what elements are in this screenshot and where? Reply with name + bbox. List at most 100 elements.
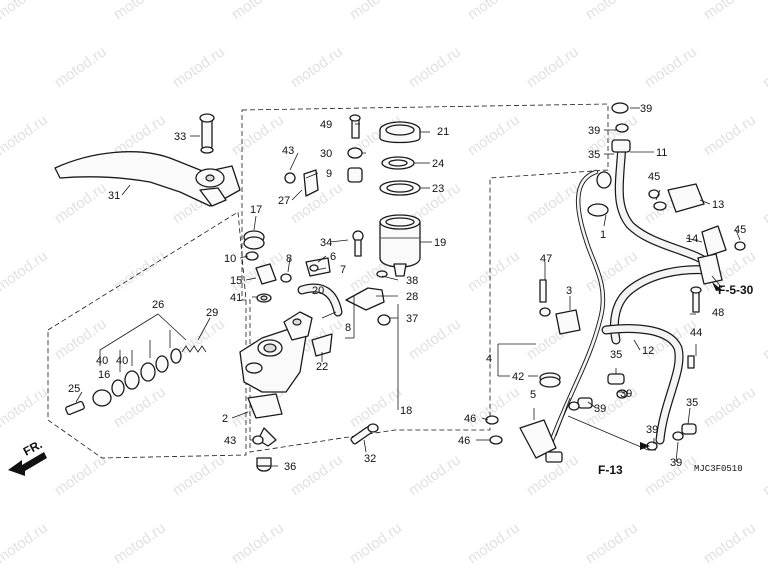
watermark-text: motod.ru (170, 43, 228, 91)
callout-35-b: 35 (610, 349, 622, 361)
callout-39-c: 39 (620, 388, 632, 400)
callout-30: 30 (320, 148, 332, 160)
callout-38: 38 (406, 275, 418, 287)
small-parts-left (243, 230, 292, 303)
watermark-text: motod.ru (406, 451, 464, 499)
clamp-13 (653, 183, 705, 213)
master-cylinder-assembly-box (47, 211, 247, 459)
right-bolts (539, 171, 660, 303)
watermark-text: motod.ru (465, 519, 523, 567)
callout-1: 1 (600, 229, 606, 241)
callout-5: 5 (530, 389, 536, 401)
watermark-text: motod.ru (642, 43, 700, 91)
watermark-text: motod.ru (0, 383, 51, 431)
callout-9: 9 (326, 168, 332, 180)
hose-lower (601, 324, 684, 445)
watermark-text: motod.ru (111, 247, 169, 295)
abs-sensor (485, 415, 563, 463)
callout-13: 13 (712, 199, 724, 211)
watermark-text: motod.ru (0, 519, 51, 567)
callout-labels: 33 31 49 30 9 43 27 21 24 23 19 17 10 15… (68, 103, 746, 473)
watermark-text: motod.ru (465, 111, 523, 159)
callout-45-a: 45 (648, 171, 660, 183)
reservoir-bolt-49 (347, 114, 363, 183)
master-cylinder-body (239, 311, 313, 447)
callout-20: 20 (312, 285, 324, 297)
callout-7: 7 (340, 264, 346, 276)
watermark-text: motod.ru (288, 451, 346, 499)
callout-29: 29 (206, 307, 218, 319)
callout-43-lower: 43 (224, 435, 236, 447)
watermark-text: motod.ru (229, 0, 287, 23)
callout-33: 33 (174, 131, 186, 143)
callout-21: 21 (437, 126, 449, 138)
watermark-text: motod.ru (111, 0, 169, 23)
callout-41: 41 (230, 292, 242, 304)
callout-14: 14 (686, 233, 698, 245)
watermark-text: motod.ru (465, 0, 523, 23)
callout-45-b: 45 (734, 224, 746, 236)
callout-40-b: 40 (116, 355, 128, 367)
reservoir-assembly-box (241, 103, 609, 453)
callout-8-upper: 8 (286, 253, 292, 265)
callout-18: 18 (400, 405, 412, 417)
watermark-text: motod.ru (760, 43, 768, 91)
callout-37: 37 (406, 313, 418, 325)
watermark-text: motod.ru (347, 519, 405, 567)
watermark-text: motod.ru (701, 383, 759, 431)
lower-joints (568, 355, 697, 451)
hose-12 (609, 265, 713, 345)
callout-11: 11 (656, 147, 667, 159)
reservoir-cap (379, 121, 421, 144)
sensor-cable (549, 169, 606, 443)
callout-27: 27 (278, 195, 290, 207)
banjo-top (611, 102, 631, 153)
callout-31: 31 (108, 190, 120, 202)
ref-arrows (640, 282, 722, 450)
callout-10: 10 (224, 253, 236, 265)
callout-19: 19 (434, 237, 446, 249)
junction-3 (539, 307, 581, 335)
watermark-text: motod.ru (760, 179, 768, 227)
watermark-text: motod.ru (524, 179, 582, 227)
piston-set (65, 345, 207, 416)
clip (311, 333, 333, 357)
callout-25: 25 (68, 383, 80, 395)
watermark-text: motod.ru (465, 247, 523, 295)
watermark-text: motod.ru (0, 111, 51, 159)
watermark-text: motod.ru (52, 43, 110, 91)
watermark-text: motod.ru (583, 519, 641, 567)
watermark-text: motod.ru (288, 43, 346, 91)
reservoir-stay (284, 169, 319, 197)
callout-17: 17 (250, 204, 262, 216)
callout-3: 3 (566, 285, 572, 297)
front-direction-arrow: FR. (8, 437, 47, 476)
callout-24: 24 (432, 158, 444, 170)
watermark-text: motod.ru (0, 0, 51, 23)
reservoir-hose (297, 283, 343, 317)
leader-lines (75, 107, 741, 467)
callout-48: 48 (712, 307, 724, 319)
callout-49: 49 (320, 119, 332, 131)
callout-4: 4 (486, 353, 492, 365)
watermark-text: motod.ru (170, 451, 228, 499)
watermark-text: motod.ru (701, 111, 759, 159)
bolt-32 (350, 423, 379, 445)
callout-23: 23 (432, 183, 444, 195)
watermark-text: motod.ru (347, 0, 405, 23)
brake-lever (54, 151, 241, 207)
reservoir-diaphragm (379, 180, 421, 196)
hose-11 (614, 140, 711, 267)
watermark-text: motod.ru (701, 0, 759, 23)
watermark-text: motod.ru (229, 519, 287, 567)
callout-32: 32 (364, 453, 376, 465)
callout-35-a: 35 (588, 149, 600, 161)
watermark-text: motod.ru (760, 451, 768, 499)
pivot-bolt (199, 113, 215, 154)
clip-42 (539, 372, 561, 388)
callout-2: 2 (222, 413, 228, 425)
callout-47: 47 (540, 253, 552, 265)
callout-26: 26 (152, 299, 164, 311)
